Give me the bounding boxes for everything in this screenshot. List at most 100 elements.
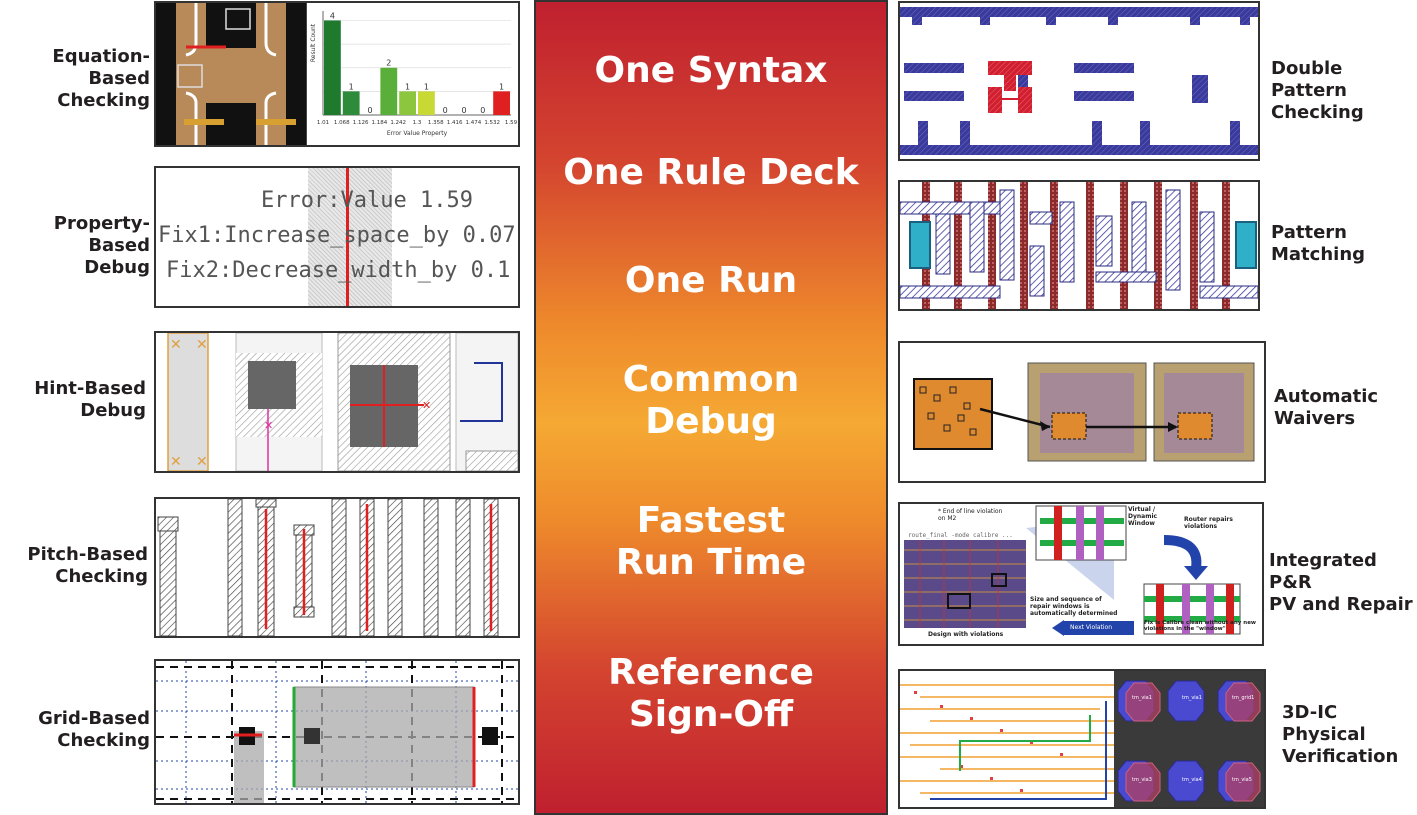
- pattern-matching-layout: [900, 182, 1258, 309]
- benefit-line: Run Time: [615, 542, 807, 583]
- pad-label: tm_via1: [1182, 695, 1202, 701]
- pr-repair-diagram: [904, 505, 1241, 636]
- bar-value-label: 1: [405, 82, 410, 91]
- pad-label: tm_via4: [1182, 777, 1202, 783]
- pr-repair-panel: * End of line violation on M2 route_fina…: [898, 502, 1264, 646]
- label-line: Pattern: [1271, 222, 1347, 243]
- pitch-based-panel: [154, 497, 520, 638]
- size-note: Size and sequence of repair windows is a…: [1030, 596, 1118, 617]
- y-axis-label: Result Count: [310, 23, 317, 62]
- bar-value-label: 0: [461, 106, 466, 115]
- benefit-line: One Run: [624, 260, 798, 301]
- svg-text:✕: ✕: [422, 399, 431, 412]
- violation-line: [346, 168, 349, 306]
- bar-value-label: 1: [424, 82, 429, 91]
- bar-value-label: 0: [443, 106, 448, 115]
- histogram-bar: [399, 91, 416, 115]
- histogram-bar: [493, 91, 510, 115]
- x-tick-label: 1.59: [505, 120, 517, 126]
- histogram-bar: [342, 91, 360, 115]
- label-line: Debug: [84, 257, 150, 278]
- benefit-line: Sign-Off: [628, 694, 794, 735]
- benefit-line: One Rule Deck: [563, 152, 859, 193]
- benefit-one-syntax: One Syntax: [536, 50, 886, 92]
- bar-value-label: 1: [499, 82, 504, 91]
- x-tick-label: 1.474: [466, 120, 482, 126]
- label-line: 3D-IC: [1282, 702, 1338, 723]
- label-line: Pitch-Based: [27, 544, 148, 565]
- label-line: PV and Repair: [1269, 594, 1413, 615]
- double-pattern-panel: [898, 1, 1260, 161]
- label-line: Checking: [1271, 102, 1364, 123]
- hint-debug-panel: ✕ ✕ ✕ ✕ ✕ ✕: [154, 331, 520, 473]
- svg-text:✕: ✕: [264, 419, 273, 432]
- label-line: Integrated P&R: [1269, 550, 1377, 593]
- x-tick-label: 1.532: [484, 120, 500, 126]
- bar-value-label: 0: [480, 106, 485, 115]
- eol-note: * End of line violation on M2: [938, 508, 1003, 522]
- router-note: Router repairs violations: [1184, 516, 1233, 530]
- bar-value-label: 1: [349, 82, 354, 91]
- label-line: Physical: [1282, 724, 1366, 745]
- benefit-line: Reference: [608, 652, 814, 693]
- histogram-bar: [380, 67, 398, 115]
- svg-text:✕: ✕: [196, 337, 208, 353]
- benefit-one-rule-deck: One Rule Deck: [536, 152, 886, 194]
- grid-layout: [156, 661, 518, 803]
- fix2-text: Fix2:Decrease_width_by 0.1: [166, 258, 511, 283]
- bar-value-label: 2: [386, 59, 391, 68]
- label-line: Matching: [1271, 244, 1366, 265]
- label-line: Checking: [57, 730, 150, 751]
- pattern-matching-panel: [898, 180, 1260, 311]
- label-line: Double Pattern: [1271, 58, 1347, 101]
- benefit-line: Debug: [645, 401, 777, 442]
- benefit-line: Fastest: [636, 500, 786, 541]
- x-tick-label: 1.01: [317, 120, 329, 126]
- hint-layout: ✕ ✕ ✕ ✕ ✕ ✕: [167, 333, 518, 471]
- svg-text:✕: ✕: [196, 454, 208, 470]
- label-line: Equation-Based: [52, 46, 150, 89]
- fix-note: Fix is Calibre clean without any new vio…: [1144, 620, 1257, 632]
- bar-value-label: 4: [330, 11, 335, 20]
- double-pattern-layout: [900, 7, 1258, 155]
- error-value-text: Error:Value 1.59: [261, 188, 473, 213]
- pitch-layout: [157, 499, 499, 636]
- label-line: Waivers: [1274, 408, 1356, 429]
- benefit-one-run: One Run: [536, 260, 886, 302]
- automatic-waivers-panel: [898, 341, 1266, 483]
- x-tick-label: 1.3: [413, 120, 422, 126]
- next-violation-button[interactable]: Next Violation: [1070, 624, 1113, 631]
- svg-text:✕: ✕: [170, 454, 182, 470]
- window-note: Virtual / Dynamic Window: [1128, 506, 1158, 527]
- script-text: route_final -mode calibre ...: [908, 532, 1013, 539]
- property-debug-panel: Error:Value 1.59 Fix1:Increase_space_by …: [154, 166, 520, 308]
- label-line: Grid-Based: [38, 708, 150, 729]
- histogram-bar: [324, 20, 341, 116]
- layout-thumbnail: [156, 3, 307, 145]
- ic3d-layout: [900, 671, 1264, 807]
- x-tick-label: 1.242: [390, 120, 406, 126]
- x-tick-label: 1.184: [372, 120, 388, 126]
- x-tick-label: 1.068: [334, 120, 350, 126]
- design-caption: Design with violations: [928, 631, 1004, 638]
- fix1-text: Fix1:Increase_space_by 0.07: [158, 223, 516, 248]
- x-tick-label: 1.358: [428, 120, 444, 126]
- ic3d-panel: tm_via1 tm_via1 tm_grid1 tm_via3 tm_via4…: [898, 669, 1266, 809]
- label-line: Checking: [57, 90, 150, 111]
- benefit-line: One Syntax: [594, 50, 828, 91]
- x-tick-label: 1.126: [353, 120, 369, 126]
- label-line: Checking: [55, 566, 148, 587]
- pad-label: tm_via3: [1132, 777, 1152, 783]
- label-line: Verification: [1282, 746, 1399, 767]
